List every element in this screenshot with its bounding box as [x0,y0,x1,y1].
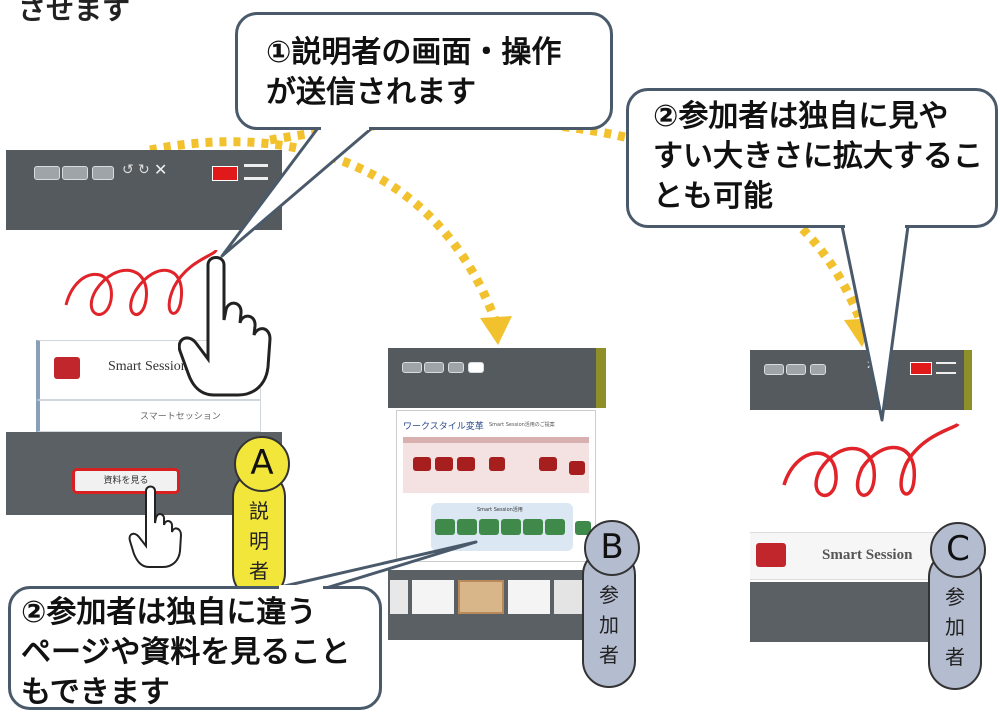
red-box [457,457,475,471]
device-c-card-title: Smart Session [822,547,913,563]
red-box [569,461,585,475]
hand-pointer-small-icon [128,485,183,568]
toolbar-button[interactable] [810,364,826,375]
menu-icon[interactable] [936,362,956,374]
pen-color-red[interactable] [212,166,238,181]
device-a-screen: ↺ ↻ ✕ Smart Session スマートセッション 資料を見る [6,150,282,515]
slide-subtitle: Smart Session活用のご提案 [489,422,555,428]
redo-icon[interactable]: ↻ [138,162,150,178]
device-a-card-sub: スマートセッション [36,400,261,432]
device-a-card-subtitle: スマートセッション [140,412,221,422]
red-box [435,457,453,471]
device-b-bottombar [388,570,606,640]
tail-join-different [279,585,323,591]
view-material-button[interactable]: 資料を見る [72,468,180,494]
callout-presenter-send: ①説明者の画面・操作 が送信されます [235,12,613,130]
red-box [413,457,431,471]
green-box [435,519,455,535]
tail-join-zoom [845,222,905,228]
badge-c-letter: C [930,522,986,578]
tail-different [274,540,478,590]
undo-icon[interactable]: ↺ [122,162,134,178]
toolbar-button[interactable] [402,362,422,373]
device-b-toolbar [388,348,606,408]
toolbar-button[interactable] [468,362,484,373]
callout-different-page: ②参加者は独自に違う ページや資料を見ること もできます [8,586,382,710]
callout-zoom: ②参加者は独自に見や すい大きさに拡大するこ とも可能 [626,88,998,228]
top-cutoff-text: させます [18,0,131,26]
scribble-c [782,422,960,498]
green-box [479,519,499,535]
badge-a-label: 説 明 者 [249,499,269,583]
slide-blue-section: Smart Session活用 [431,503,573,551]
toolbar-button[interactable] [62,166,88,180]
green-box [457,519,477,535]
arrow-head-b [480,316,512,345]
badge-b-letter: B [584,520,640,576]
arrow-to-b [149,137,500,322]
red-box [489,457,505,471]
badge-c-label: 参 加 者 [945,585,965,669]
close-icon[interactable]: ✕ [154,160,168,179]
device-c-screen: ✕ Smart Session [750,350,972,642]
device-b-slide: ワークスタイル変革 Smart Session活用のご提案 Smart Sess… [396,410,596,562]
thumbnail[interactable] [390,580,408,614]
thumbnail[interactable] [458,580,504,614]
toolbar-button[interactable] [424,362,444,373]
tail-presenter [220,126,374,258]
toolbar-button[interactable] [764,364,784,375]
slide-red-section [403,437,589,493]
tail-zoom [840,224,910,422]
hand-pointer-large-icon [178,256,272,397]
pen-color-red[interactable] [910,362,932,375]
toolbar-button[interactable] [786,364,806,375]
thumbnail[interactable] [412,580,454,614]
thumbnail[interactable] [508,580,550,614]
green-box [545,519,565,535]
scribble-a [64,249,218,316]
device-b-screen: ワークスタイル変革 Smart Session活用のご提案 Smart Sess… [388,348,606,640]
toolbar-button[interactable] [448,362,464,373]
device-c-toolbar: ✕ [750,350,972,410]
section-label: Smart Session活用 [477,507,523,513]
scrollbar[interactable] [596,348,606,408]
app-logo [756,543,786,567]
app-logo [54,357,80,379]
device-a-card-title: Smart Session [108,359,188,374]
badge-a-letter: A [234,436,290,492]
device-a-toolbar: ↺ ↻ ✕ [6,150,282,230]
red-box [539,457,557,471]
device-c-card: Smart Session [750,532,972,580]
scrollbar[interactable] [964,350,972,410]
badge-b-label: 参 加 者 [599,583,619,667]
tail-join-presenter [321,124,369,130]
menu-icon[interactable] [244,164,268,180]
green-box [523,519,543,535]
green-box [501,519,521,535]
toolbar-button[interactable] [34,166,60,180]
toolbar-button[interactable] [92,166,114,180]
green-box [575,521,591,535]
slide-title: ワークスタイル変革 [403,422,484,432]
